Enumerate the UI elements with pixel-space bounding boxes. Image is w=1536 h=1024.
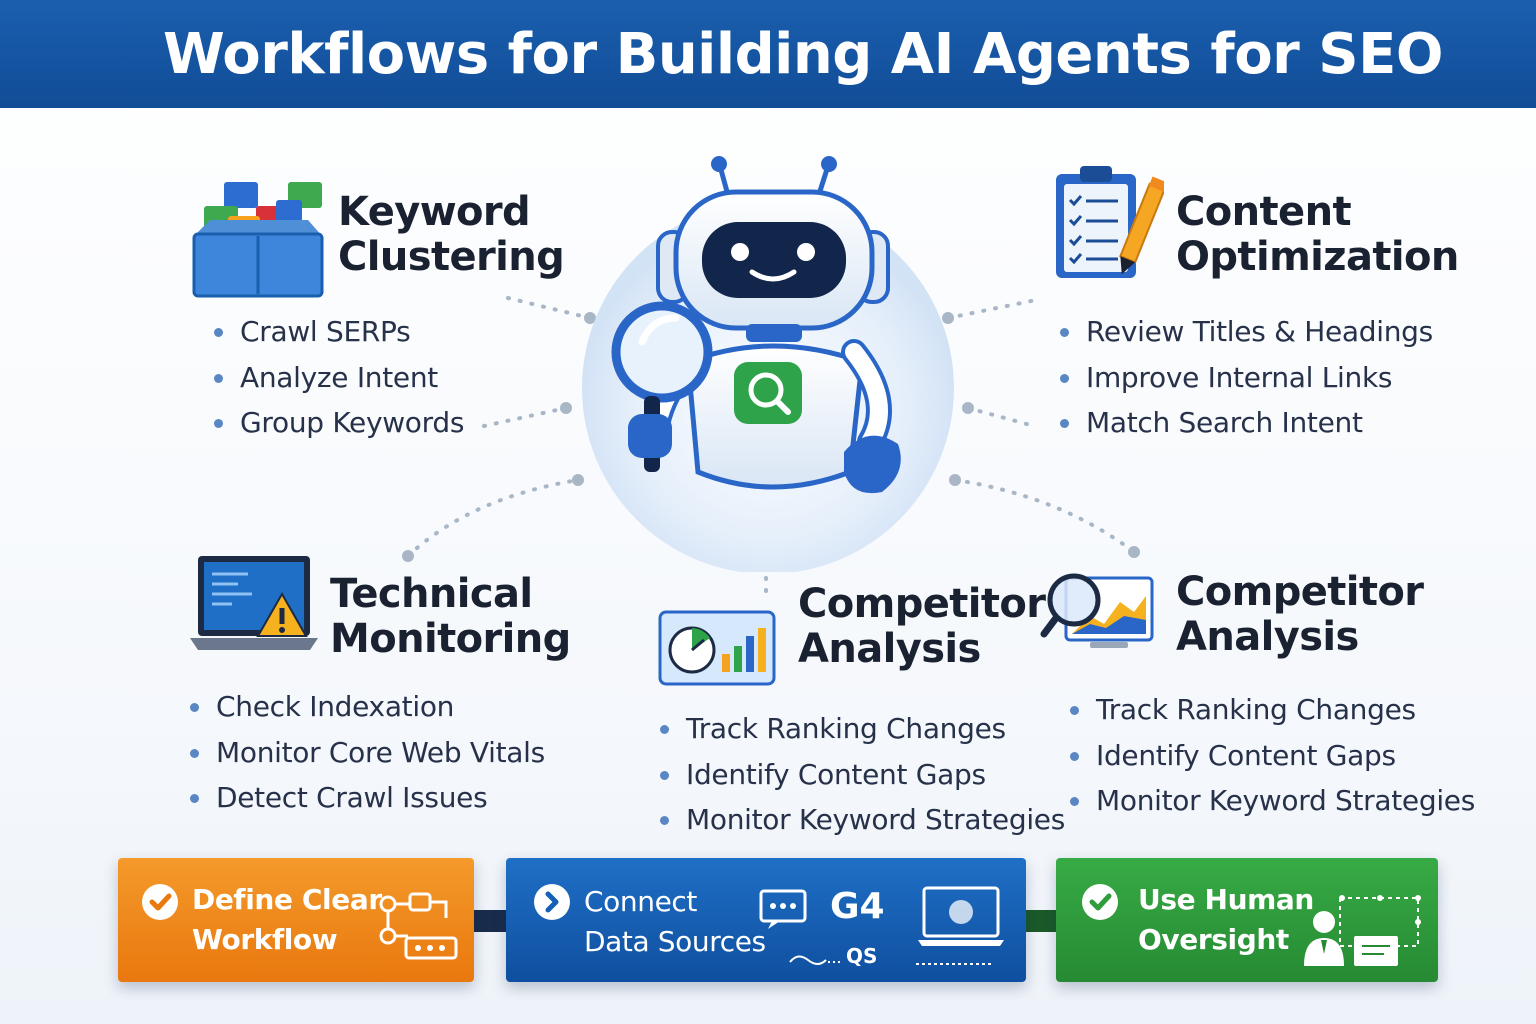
competitor-analysis-right-title: Competitor Analysis [1176, 569, 1424, 660]
check-circle-icon [1082, 884, 1118, 920]
technical-monitoring-title-line2: Monitoring [330, 616, 571, 662]
competitor-analysis-right-list: Track Ranking Changes Identify Content G… [1070, 687, 1475, 824]
step-define-label: Define Clear Workflow [192, 880, 382, 960]
competitor-analysis-right-title-line1: Competitor [1176, 569, 1424, 615]
technical-monitoring-list: Check Indexation Monitor Core Web Vitals… [190, 684, 545, 821]
list-item: Detect Crawl Issues [190, 775, 545, 821]
step-connect-line1: Connect [584, 885, 697, 918]
keyword-clustering-title-line2: Clustering [338, 234, 565, 280]
list-item: Monitor Keyword Strategies [1070, 778, 1475, 824]
step-human-oversight: Use Human Oversight [1056, 858, 1438, 982]
technical-monitoring-title-line1: Technical [330, 571, 533, 617]
dashboard-gauge-icon [658, 610, 776, 686]
step-connect-line2: Data Sources [584, 925, 766, 958]
list-item: Monitor Core Web Vitals [190, 730, 545, 776]
competitor-analysis-center-list: Track Ranking Changes Identify Content G… [660, 706, 1065, 843]
list-item: Track Ranking Changes [1070, 687, 1475, 733]
laptop-warning-icon [190, 556, 318, 650]
flowchart-icon [379, 892, 458, 960]
list-item: Track Ranking Changes [660, 706, 1065, 752]
list-item: Improve Internal Links [1060, 355, 1433, 401]
step-define-line1: Define Clear [192, 883, 382, 916]
step-connector [1024, 910, 1058, 932]
magnifier-chart-icon [1040, 573, 1154, 648]
content-optimization-title-line1: Content [1176, 189, 1352, 235]
list-item: Review Titles & Headings [1060, 309, 1433, 355]
person-review-icon [1304, 895, 1421, 966]
data-source-small-label: QS [846, 944, 878, 968]
list-item: Match Search Intent [1060, 400, 1433, 446]
step-connector [474, 910, 508, 932]
step-define-workflow: Define Clear Workflow [118, 858, 474, 982]
keyword-clustering-title: Keyword Clustering [338, 189, 565, 280]
competitor-analysis-center-title-line1: Competitor [798, 581, 1046, 627]
list-item: Check Indexation [190, 684, 545, 730]
list-item: Crawl SERPs [214, 309, 464, 355]
list-item: Identify Content Gaps [1070, 733, 1475, 779]
step-oversight-line1: Use Human [1138, 883, 1314, 916]
page-title: Workflows for Building AI Agents for SEO [162, 21, 1444, 87]
check-circle-icon [142, 884, 178, 920]
keyword-clustering-title-line1: Keyword [338, 189, 531, 235]
list-item: Analyze Intent [214, 355, 464, 401]
step-connect-label: Connect Data Sources [584, 882, 766, 962]
list-item: Group Keywords [214, 400, 464, 446]
data-stream-squiggle-icon [789, 955, 992, 965]
list-item: Monitor Keyword Strategies [660, 797, 1065, 843]
laptop-icon [918, 886, 1004, 946]
header-banner: Workflows for Building AI Agents for SEO [0, 0, 1536, 108]
step-oversight-line2: Oversight [1138, 923, 1289, 956]
chat-window-icon [759, 889, 807, 929]
content-optimization-title: Content Optimization [1176, 190, 1459, 280]
step-connect-data-sources: Connect Data Sources G4 QS [506, 858, 1026, 982]
keyword-folder-icon [192, 182, 324, 298]
competitor-analysis-right-title-line2: Analysis [1176, 614, 1359, 660]
step-define-line2: Workflow [192, 923, 338, 956]
list-item: Identify Content Gaps [660, 752, 1065, 798]
competitor-analysis-center-title: Competitor Analysis [798, 581, 1046, 672]
technical-monitoring-title: Technical Monitoring [330, 572, 571, 662]
chevron-right-icon [534, 884, 570, 920]
robot-mascot-icon [582, 156, 954, 572]
google-analytics-4-label: G4 [830, 886, 885, 927]
keyword-clustering-list: Crawl SERPs Analyze Intent Group Keyword… [214, 309, 464, 446]
step-oversight-label: Use Human Oversight [1138, 880, 1314, 960]
content-optimization-list: Review Titles & Headings Improve Interna… [1060, 309, 1433, 446]
competitor-analysis-center-title-line2: Analysis [798, 626, 981, 672]
clipboard-checklist-icon [1056, 166, 1164, 278]
content-optimization-title-line2: Optimization [1176, 234, 1459, 280]
